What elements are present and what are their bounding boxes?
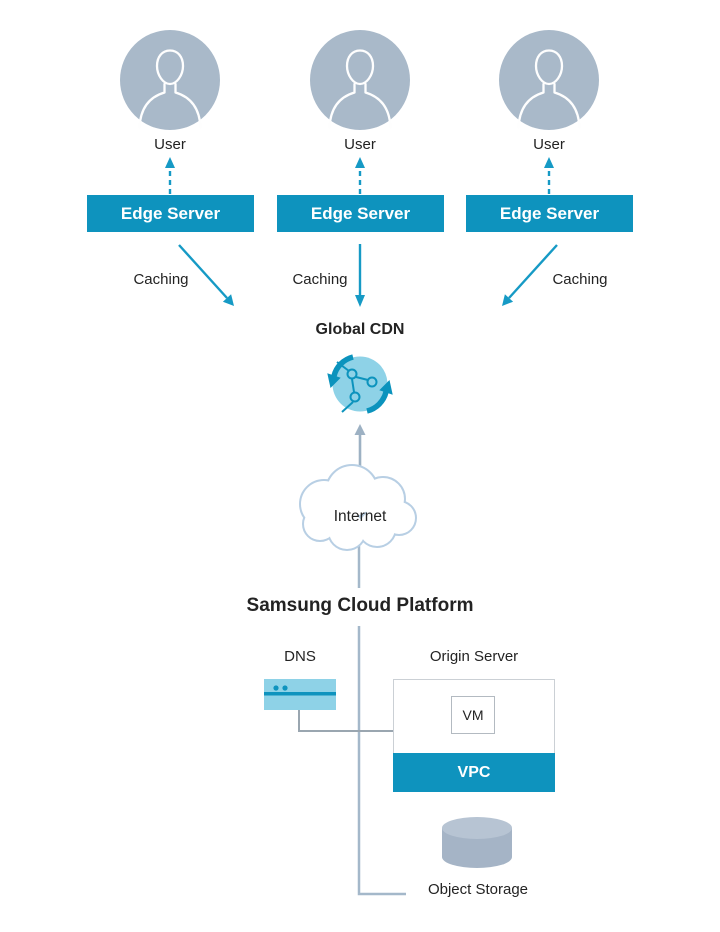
platform-backbone-line [357, 626, 406, 896]
vpc-node: VPC [393, 753, 555, 792]
user-avatar [310, 30, 410, 130]
internet-cloud [299, 464, 417, 551]
vm-node: VM [451, 696, 495, 734]
object-storage-icon [442, 817, 512, 868]
caching-label: Caching [292, 271, 348, 288]
caching-label: Caching [552, 271, 608, 288]
origin-server-label: Origin Server [429, 648, 519, 665]
user-avatar [120, 30, 220, 130]
user-label: User [344, 136, 376, 153]
edge-to-user-arrow [165, 157, 554, 194]
caching-label: Caching [133, 271, 189, 288]
dns-to-origin-connector [298, 710, 396, 732]
caching-arrow-left [178, 244, 234, 306]
cdn-sync-arrows [327, 354, 393, 414]
global-cdn-icon [327, 354, 393, 414]
edge-server-node: Edge Server [87, 195, 254, 232]
dns-label: DNS [284, 648, 316, 665]
caching-arrow-right [502, 244, 558, 306]
user-label: User [154, 136, 186, 153]
platform-title: Samsung Cloud Platform [246, 595, 474, 616]
edge-server-node: Edge Server [466, 195, 633, 232]
global-cdn-label: Global CDN [315, 321, 405, 338]
user-label: User [533, 136, 565, 153]
edge-server-node: Edge Server [277, 195, 444, 232]
dns-icon [264, 679, 336, 710]
origin-server-box: VM VPC [393, 679, 555, 792]
user-avatar [499, 30, 599, 130]
internet-label: Internet [333, 508, 387, 525]
caching-arrow-middle [355, 244, 365, 307]
object-storage-label: Object Storage [427, 881, 529, 898]
